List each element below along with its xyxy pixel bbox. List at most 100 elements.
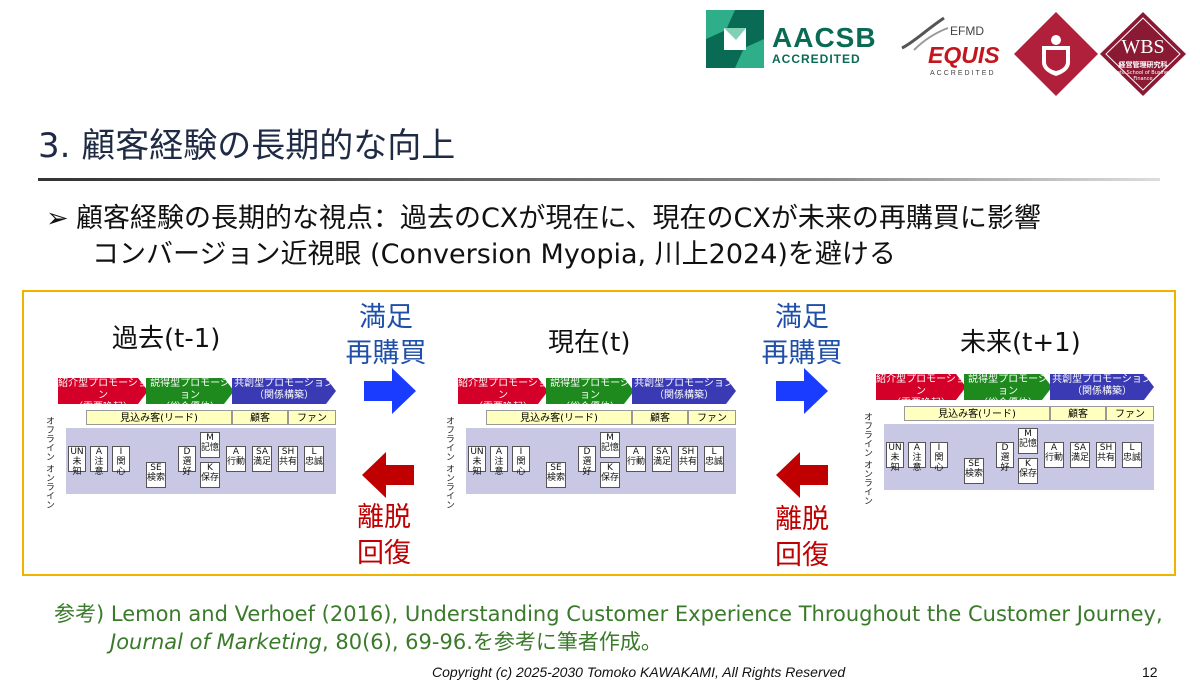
journey-node-text: 記憶	[1019, 439, 1038, 449]
journey-node-text: UN	[70, 447, 84, 457]
promotion-bar-title: 共創型プロモーション	[1052, 374, 1152, 385]
customer-segment-label: 見込み客(リード)	[904, 406, 1050, 421]
promotion-bar-title: 説得型プロモーション	[968, 374, 1048, 397]
journey-node-text: K	[207, 463, 213, 473]
journey-node-text: L	[711, 447, 717, 457]
promotion-bar-title: 説得型プロモーション	[150, 378, 230, 401]
journey-node-text: 記憶	[601, 443, 620, 453]
bullet-arrow-icon: ➢	[46, 203, 69, 234]
journey-node-text: 関心	[934, 453, 944, 473]
forward-arrow-icon	[776, 368, 828, 414]
backward-arrow-icon	[776, 452, 828, 498]
equis-name: EQUIS	[928, 42, 1000, 68]
journey-node-text: 忠誠	[1123, 453, 1142, 463]
aacsb-logo: AACSB ACCREDITED	[706, 10, 876, 68]
journey-node-text: SE	[550, 463, 562, 473]
journey-node-text: A	[95, 447, 103, 457]
journey-node-text: 未知	[72, 457, 82, 477]
journey-node-text: 共有	[1097, 453, 1116, 463]
backward-label-2: 離脱 回復	[752, 502, 852, 574]
journey-node-text: 関心	[116, 457, 126, 477]
journey-node-text: D	[1001, 443, 1009, 453]
channel-sidebar: オフライン オンライン	[862, 411, 872, 505]
reference-details: , 80(6), 69-96.を参考に筆者作成。	[322, 630, 662, 654]
reference-line-1: 参考) Lemon and Verhoef (2016), Understand…	[54, 602, 1163, 626]
journey-node-text: I	[119, 447, 123, 457]
bullet-text-1: 顧客経験の長期的な視点：過去のCXが現在に、現在のCXが未来の再購買に影響	[76, 203, 1041, 234]
customer-segment-label: 顧客	[232, 410, 288, 425]
wbs-title: WBS	[1121, 36, 1165, 58]
promotion-bar-subtitle: （関係構築）	[654, 390, 714, 401]
journey-node-text: A	[913, 443, 921, 453]
journey-node-text: A	[1050, 443, 1058, 453]
slide-title: 3. 顧客経験の長期的な向上	[38, 126, 456, 166]
promotion-bar-title: 紹介型プロモーション	[876, 374, 966, 397]
journey-node-text: 忠誠	[705, 457, 724, 467]
journey-panel-past: 紹介型プロモーション（需要喚起）説得型プロモーション（総合優位）共創型プロモーシ…	[40, 378, 340, 518]
crest-icon	[1014, 12, 1098, 96]
forward-label-2: 満足 再購買	[752, 300, 852, 372]
backward-label-1: 離脱 回復	[334, 500, 434, 572]
promotion-bar-subtitle: （関係構築）	[1072, 386, 1132, 397]
forward-satisfaction-text: 満足	[359, 302, 413, 333]
reference-journal: Journal of Marketing	[110, 630, 322, 654]
journey-node-text: A	[232, 447, 240, 457]
journey-node-text: 検索	[965, 469, 984, 479]
wbs-logo: WBS 経営管理研究科 Graduate School of Business …	[1098, 10, 1188, 98]
journey-node-text: SA	[1073, 443, 1087, 453]
promotion-bar: 説得型プロモーション（総合優位）	[546, 378, 634, 404]
journey-node-text: 注意	[94, 457, 104, 477]
wbs-jp: 経営管理研究科	[1118, 61, 1168, 69]
forward-repurchase-text: 再購買	[761, 338, 843, 369]
journey-node-text: 共有	[279, 457, 298, 467]
promotion-bar: 共創型プロモーション（関係構築）	[232, 378, 336, 404]
equis-swoosh-icon	[901, 16, 949, 51]
journey-node-text: K	[607, 463, 613, 473]
journey-node-text: D	[183, 447, 191, 457]
promotion-bar-title: 共創型プロモーション	[234, 378, 334, 389]
journey-node-text: 行動	[627, 457, 646, 467]
bullet-line-1: ➢顧客経験の長期的な視点：過去のCXが現在に、現在のCXが未来の再購買に影響	[46, 196, 1041, 235]
journey-node-text: 保存	[1019, 469, 1038, 479]
journey-node-text: 満足	[653, 457, 672, 467]
promotion-bar-title: 説得型プロモーション	[550, 378, 630, 401]
wbs-en: Graduate School of Business and Finance	[1101, 70, 1185, 82]
promotion-bar-title: 紹介型プロモーション	[58, 378, 148, 401]
journey-panel-present: 紹介型プロモーション（需要喚起）説得型プロモーション（総合優位）共創型プロモーシ…	[440, 378, 740, 518]
aacsb-sub: ACCREDITED	[772, 52, 861, 66]
channel-sidebar: オフライン オンライン	[44, 415, 54, 509]
journey-node-text: 満足	[253, 457, 272, 467]
journey-node-text: A	[495, 447, 503, 457]
journey-node-text: 共有	[679, 457, 698, 467]
journey-node-text: 忠誠	[305, 457, 324, 467]
customer-segment-label: 見込み客(リード)	[86, 410, 232, 425]
customer-segment-label: 顧客	[1050, 406, 1106, 421]
journey-node-text: 未知	[890, 453, 900, 473]
journey-node-text: 注意	[912, 453, 922, 473]
journey-node-text: M	[606, 433, 614, 443]
aacsb-name: AACSB	[772, 22, 877, 53]
customer-segment-label: 顧客	[632, 410, 688, 425]
customer-segment-label: 見込み客(リード)	[486, 410, 632, 425]
